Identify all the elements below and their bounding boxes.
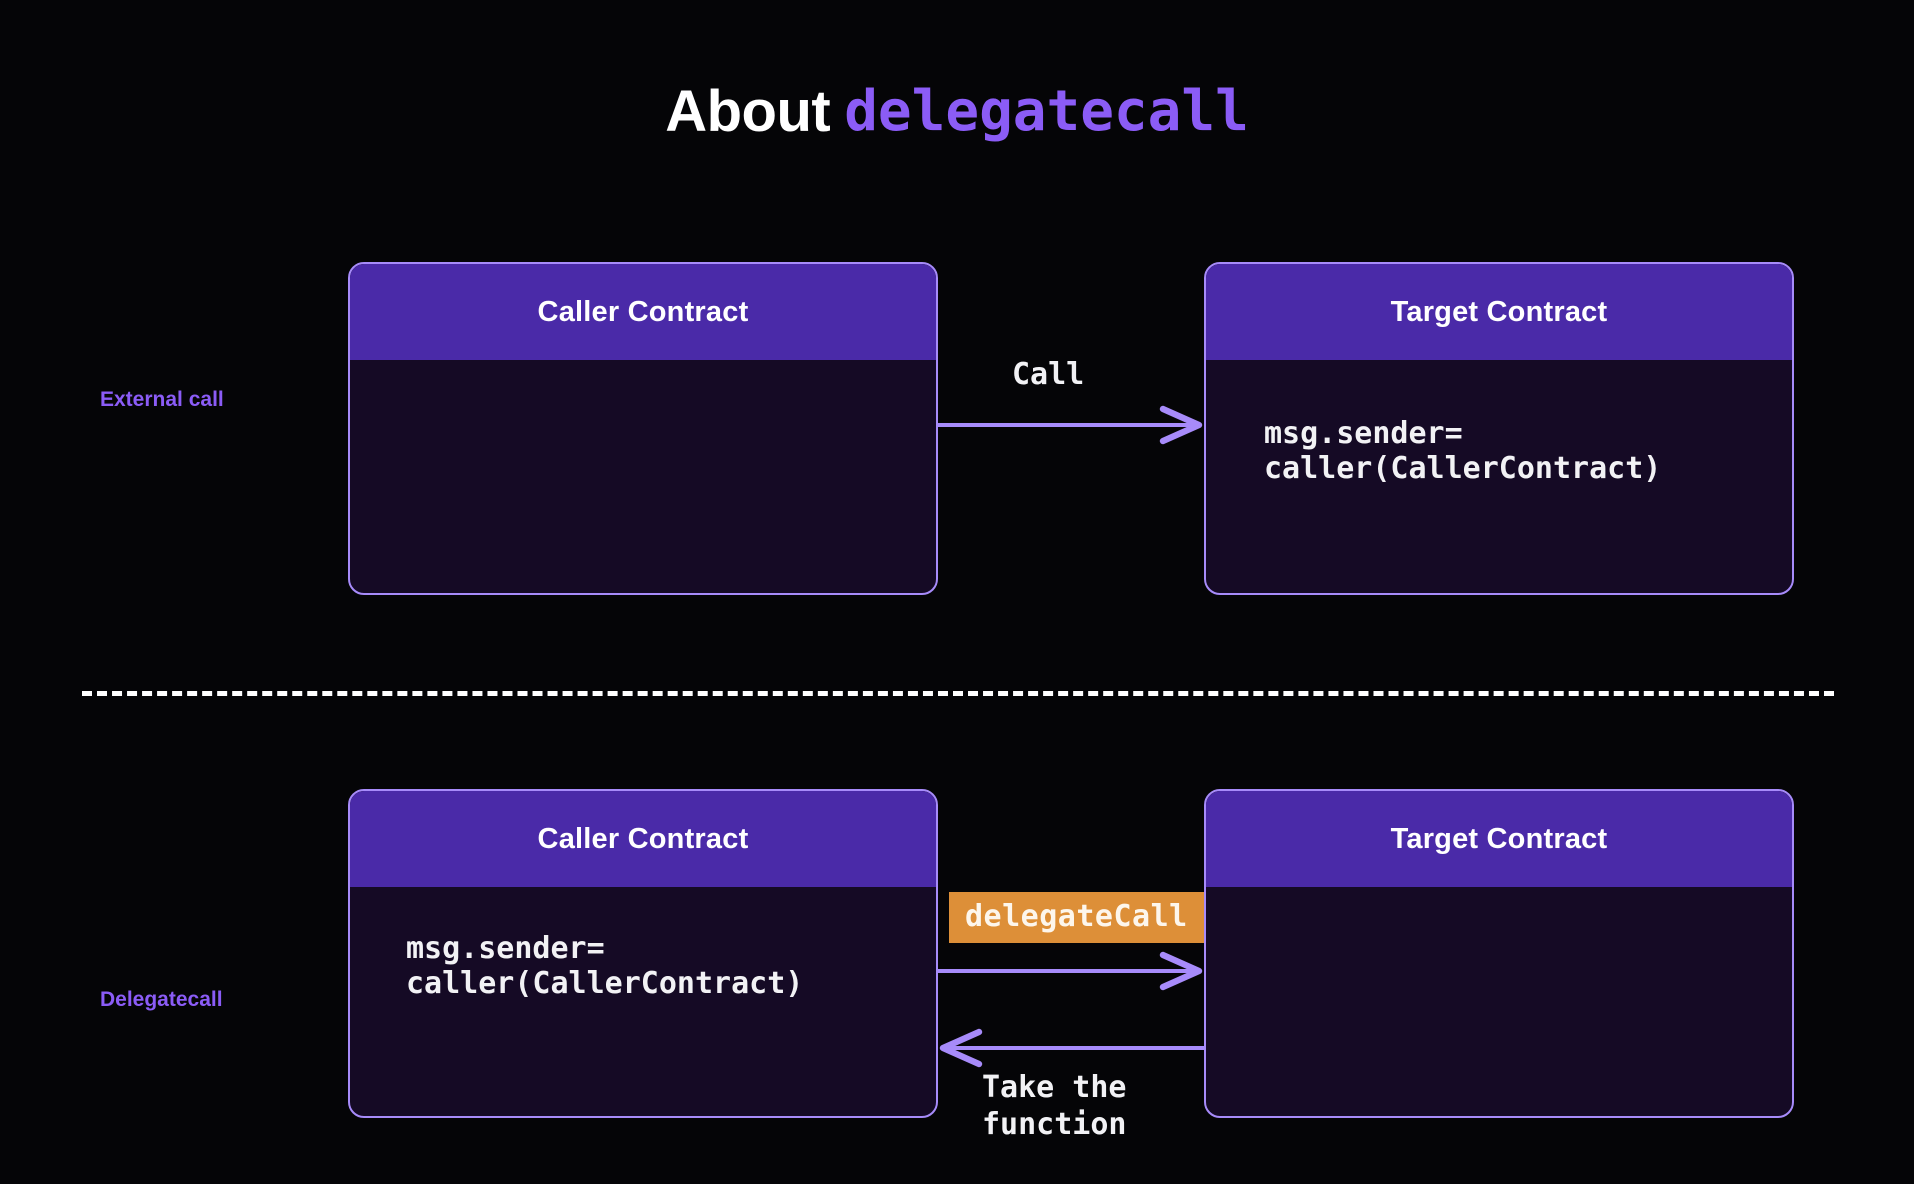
card-target-contract-external: Target Contract msg.sender= caller(Calle…: [1204, 262, 1794, 595]
card-header: Caller Contract: [350, 791, 936, 887]
card-code-text: msg.sender= caller(CallerContract): [1264, 416, 1662, 487]
row-label-external-call: External call: [100, 388, 224, 411]
card-header: Target Contract: [1206, 791, 1792, 887]
title-keyword: delegatecall: [844, 79, 1249, 144]
card-title: Caller Contract: [537, 822, 749, 855]
edge-label-take-the-function: Take the function: [982, 1070, 1127, 1142]
card-header: Caller Contract: [350, 264, 936, 360]
card-code-text: msg.sender= caller(CallerContract): [406, 931, 804, 1002]
section-divider: [82, 691, 1834, 696]
row-label-delegatecall: Delegatecall: [100, 988, 223, 1011]
card-body: [1206, 887, 1792, 1116]
title-prefix: About: [665, 79, 831, 144]
card-body: msg.sender= caller(CallerContract): [350, 887, 936, 1116]
card-header: Target Contract: [1206, 264, 1792, 360]
card-caller-contract-external: Caller Contract: [348, 262, 938, 595]
card-title: Target Contract: [1390, 295, 1608, 328]
badge-delegatecall: delegateCall: [949, 892, 1204, 943]
card-title: Target Contract: [1390, 822, 1608, 855]
card-title: Caller Contract: [537, 295, 749, 328]
card-caller-contract-delegatecall: Caller Contract msg.sender= caller(Calle…: [348, 789, 938, 1118]
card-body: [350, 360, 936, 593]
edge-label-call: Call: [1012, 357, 1085, 392]
card-target-contract-delegatecall: Target Contract: [1204, 789, 1794, 1118]
card-body: msg.sender= caller(CallerContract): [1206, 360, 1792, 593]
